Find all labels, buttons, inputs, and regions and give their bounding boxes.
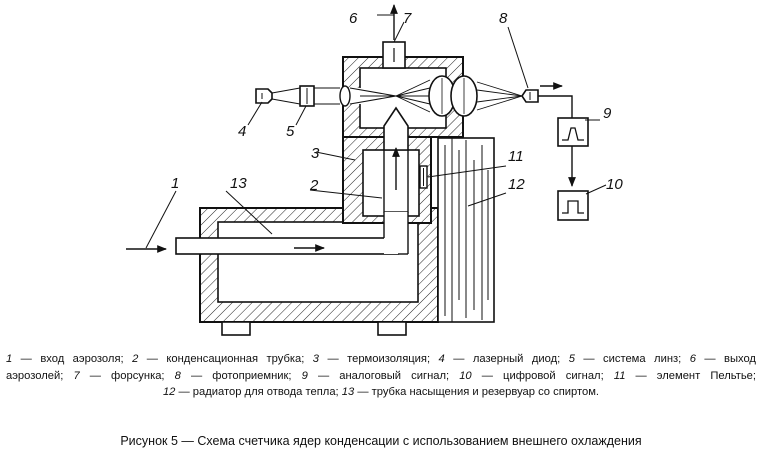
legend-line-2: аэрозолей; 7 — форсунка; 8 — фотоприемни… <box>6 369 756 382</box>
callout-13: 13 <box>230 175 247 192</box>
callout-11: 11 <box>508 148 524 165</box>
nozzle <box>383 106 409 151</box>
callout-2: 2 <box>309 177 319 194</box>
inlet-tube <box>175 212 409 255</box>
callout-6: 6 <box>349 10 358 27</box>
laser-diode <box>255 88 273 104</box>
callout-10: 10 <box>606 176 623 193</box>
peltier-element <box>419 165 428 189</box>
legend: 1 — вход аэрозоля; 2 — конденсационная т… <box>6 351 756 401</box>
callout-numbers: 1 2 3 4 5 6 7 8 9 10 11 12 13 <box>171 10 623 194</box>
callout-4: 4 <box>238 123 246 140</box>
analog-signal-block <box>557 117 589 147</box>
callout-5: 5 <box>286 123 295 140</box>
legend-line-1: 1 — вход аэрозоля; 2 — конденсационная т… <box>6 353 756 365</box>
leader-lines <box>145 14 607 249</box>
callout-12: 12 <box>508 176 525 193</box>
callout-9: 9 <box>603 105 612 122</box>
laser-beam <box>271 79 431 113</box>
radiator <box>437 137 495 323</box>
callout-1: 1 <box>171 175 179 192</box>
flow-arrows <box>126 4 576 253</box>
photodetector <box>521 89 539 103</box>
collecting-lenses <box>428 75 523 117</box>
figure-caption: Рисунок 5 — Схема счетчика ядер конденса… <box>120 434 642 448</box>
lens-system <box>299 85 351 107</box>
callout-8: 8 <box>499 10 508 27</box>
legend-line-3: 12 — радиатор для отвода тепла; 13 — тру… <box>162 386 600 398</box>
callout-3: 3 <box>311 145 320 162</box>
callout-7: 7 <box>403 10 412 27</box>
outlet-fitting <box>382 41 406 69</box>
signal-wire <box>538 95 573 118</box>
digital-signal-block <box>557 190 589 221</box>
